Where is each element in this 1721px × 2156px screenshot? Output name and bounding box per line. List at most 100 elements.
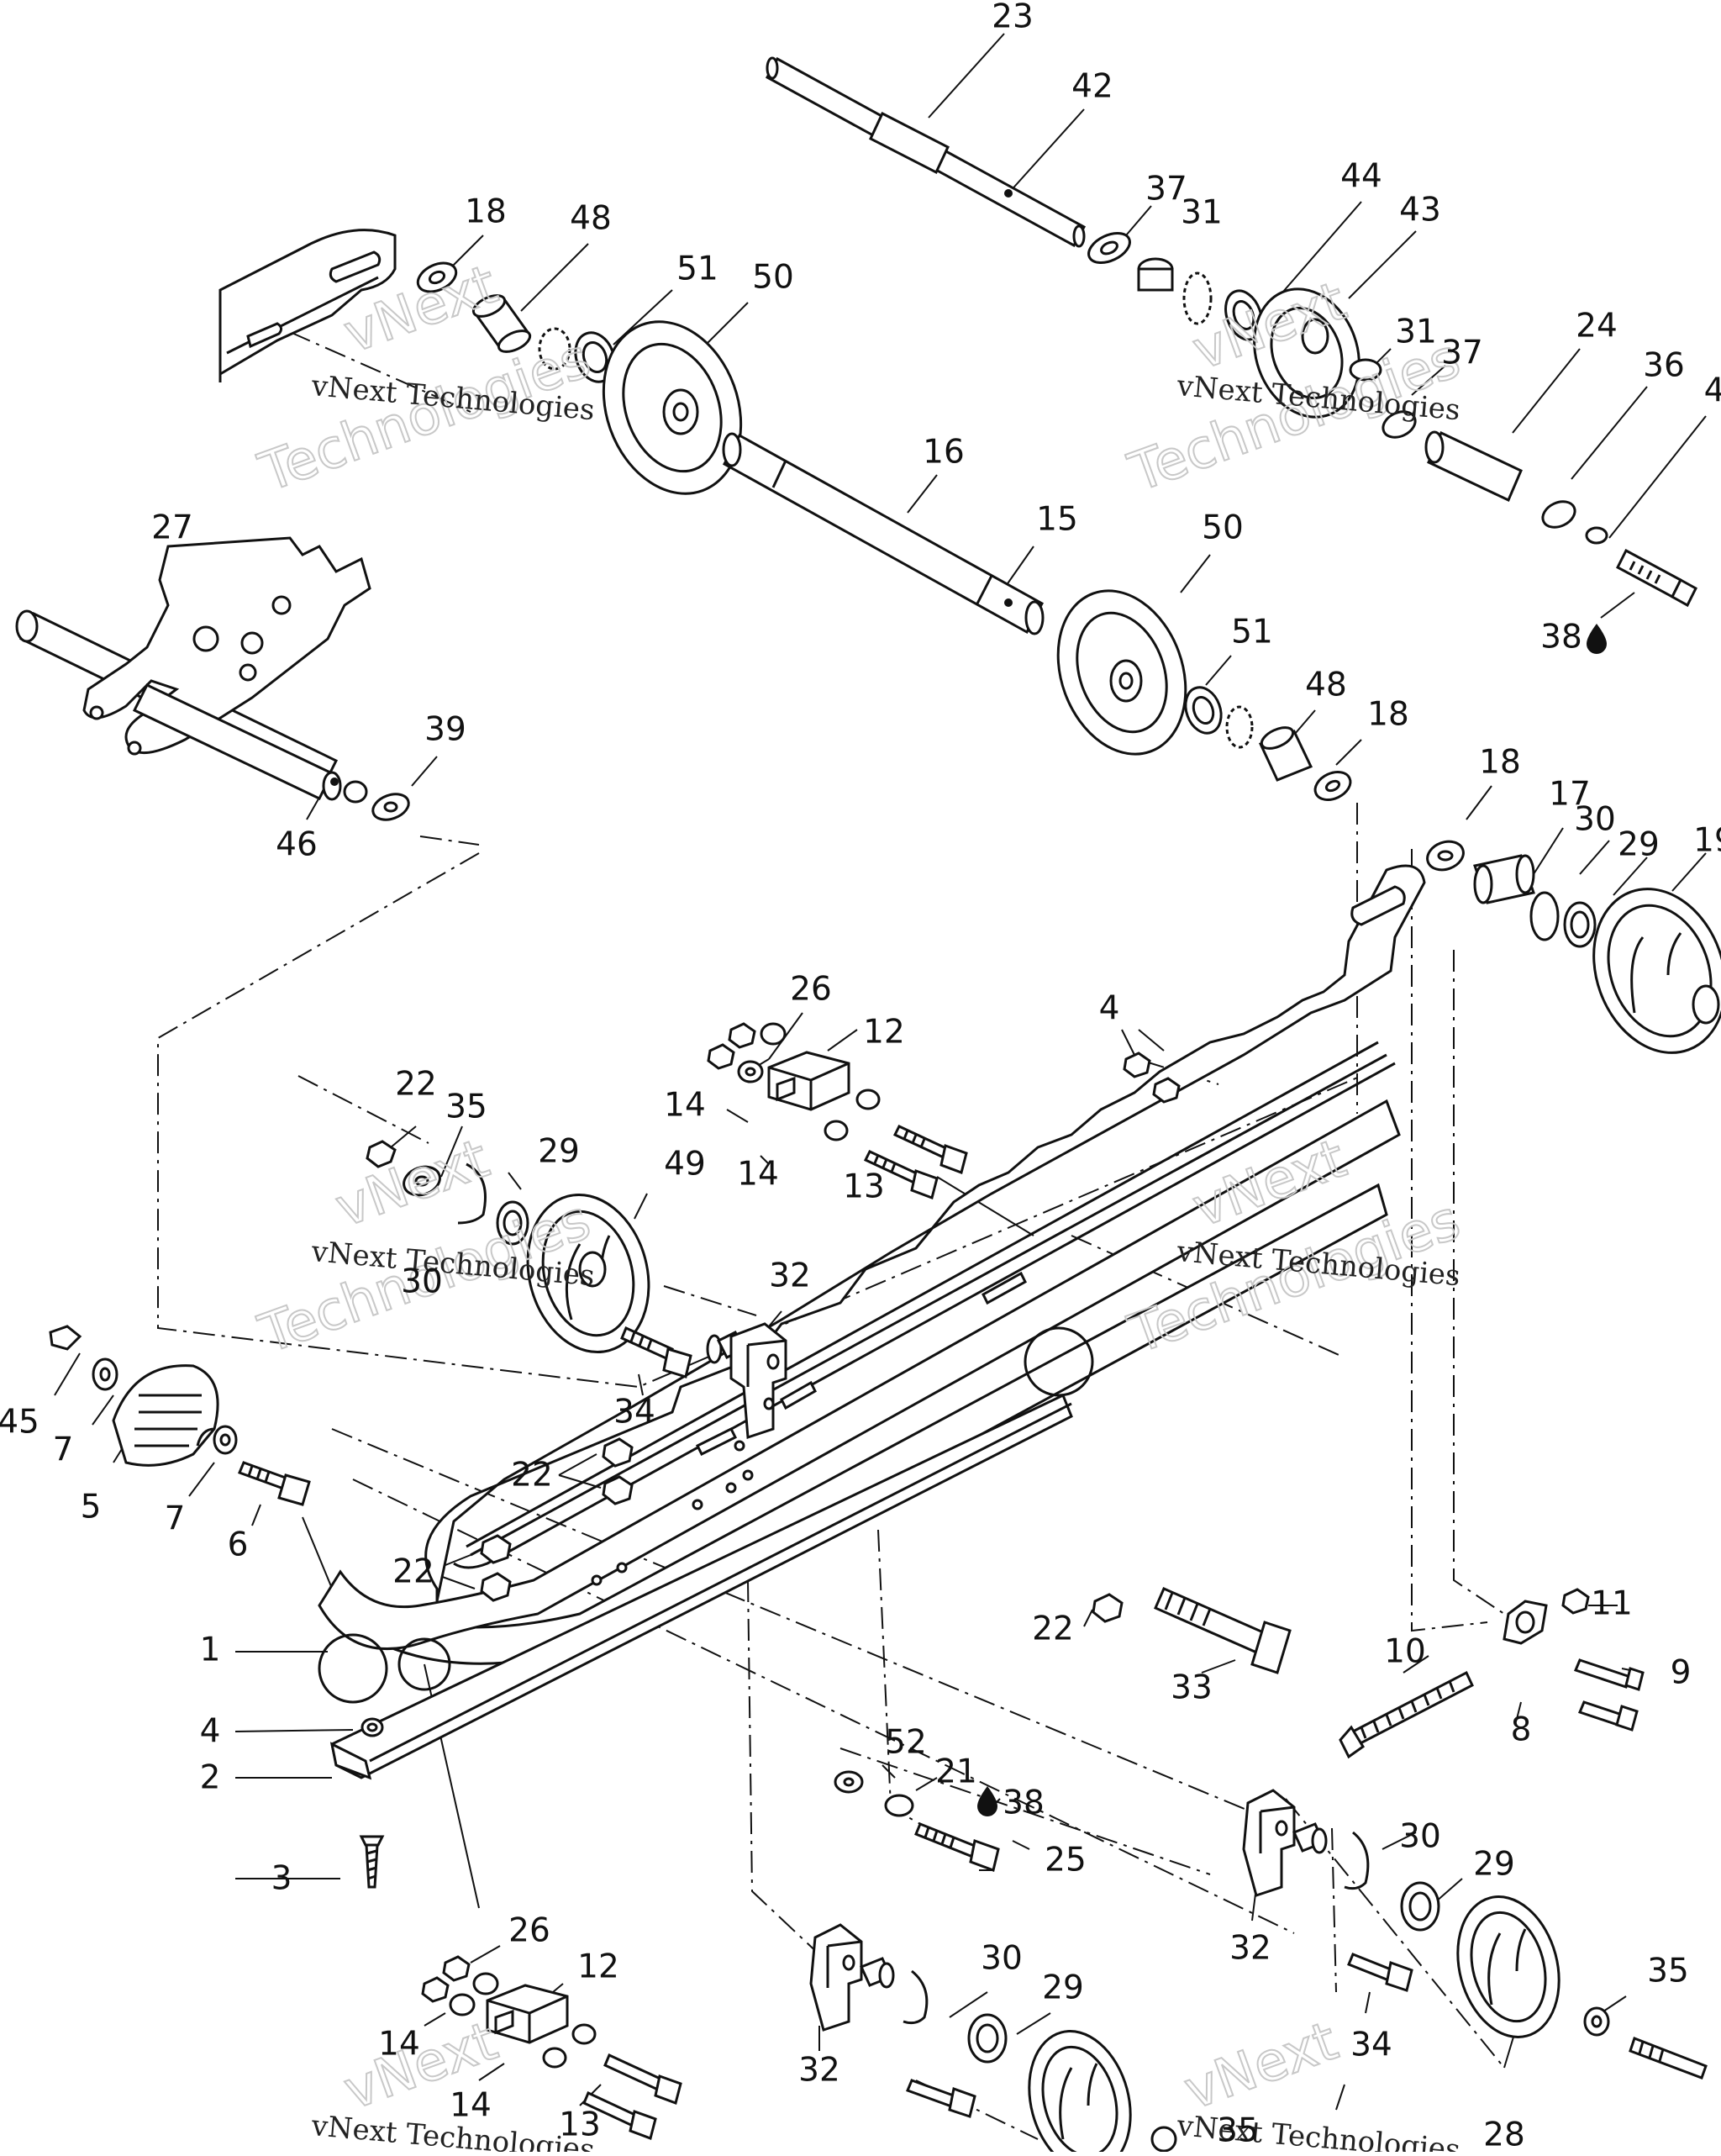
callout-28: 28: [1483, 2116, 1525, 2153]
callout-22: 22: [395, 1066, 437, 1104]
callout-32: 32: [798, 2052, 840, 2090]
oil-drop-icon: [977, 1786, 997, 1816]
callout-34: 34: [613, 1394, 655, 1431]
callout-38: 38: [1540, 619, 1582, 656]
fasteners-lower-center: [834, 1770, 1000, 1872]
callout-11: 11: [1591, 1585, 1633, 1623]
callout-10: 10: [1384, 1633, 1426, 1671]
callout-13: 13: [559, 2106, 601, 2144]
bumper-stop-group: [49, 1325, 311, 1506]
mount-block-12-upper: [707, 1022, 968, 1199]
watermark-bottom: vNext vNext Technologies vNext vNext Tec…: [309, 2010, 1461, 2156]
callout-31: 31: [1395, 314, 1437, 351]
callout-29: 29: [1042, 1969, 1084, 2007]
middle-idler-wheel-group: [1056, 589, 1352, 801]
middle-wheel-49-group: [366, 1140, 650, 1354]
callout-6: 6: [228, 1526, 249, 1564]
callout-33: 33: [1171, 1669, 1213, 1707]
callout-48: 48: [570, 200, 612, 238]
callout-2: 2: [200, 1759, 221, 1797]
rail-front-tip: [318, 1393, 1073, 1889]
callout-52: 52: [885, 1724, 927, 1762]
callout-8: 8: [1511, 1711, 1532, 1749]
callout-35: 35: [1217, 2112, 1259, 2150]
callout-14: 14: [664, 1087, 706, 1125]
callout-25: 25: [1045, 1842, 1087, 1879]
callout-30: 30: [401, 1263, 443, 1301]
upper-right-idler-group: [1087, 232, 1697, 608]
callout-3: 3: [271, 1860, 292, 1898]
callout-23: 23: [992, 0, 1034, 36]
callout-4: 4: [1099, 990, 1120, 1028]
callout-37: 37: [1145, 171, 1187, 208]
callout-29: 29: [538, 1133, 580, 1171]
callout-5: 5: [81, 1489, 102, 1526]
callout-16: 16: [923, 434, 965, 472]
callout-51: 51: [676, 250, 718, 288]
leader-lines: [54, 33, 1707, 2111]
callout-43: 43: [1399, 192, 1441, 229]
svg-text:vNext: vNext: [1176, 2011, 1345, 2122]
callout-30: 30: [1574, 801, 1616, 839]
idler-shaft-16: [722, 432, 1045, 635]
callout-45: 45: [0, 1404, 39, 1442]
callout-1: 1: [200, 1631, 221, 1669]
callout-39: 39: [424, 711, 466, 749]
callout-15: 15: [1036, 501, 1078, 539]
mount-block-12-lower: [421, 1955, 682, 2140]
callout-49: 49: [664, 1146, 706, 1183]
callout-32: 32: [769, 1257, 811, 1295]
callout-26: 26: [508, 1912, 550, 1950]
watermark-upper-right: Technologies vNext vNext Technologies: [1120, 270, 1469, 506]
callout-14: 14: [450, 2087, 492, 2125]
callout-29: 29: [1618, 826, 1660, 864]
callout-35: 35: [445, 1089, 487, 1126]
callout-29: 29: [1473, 1846, 1515, 1884]
callout-4: 4: [1704, 372, 1721, 410]
callout-30: 30: [1399, 1818, 1441, 1856]
callout-32: 32: [1229, 1930, 1271, 1968]
rear-axle-shaft-23: [765, 56, 1087, 248]
callout-14: 14: [737, 1156, 779, 1194]
front-arm-27: [15, 536, 410, 821]
lubricant-icons: [977, 624, 1607, 1816]
callout-4: 4: [200, 1713, 221, 1751]
callout-7: 7: [165, 1500, 186, 1538]
callout-12: 12: [863, 1014, 905, 1052]
assembly-center-lines: [157, 331, 1505, 2140]
callout-42: 42: [1071, 68, 1113, 106]
mount-block-32-upper: [620, 1322, 787, 1440]
callout-34: 34: [1350, 2027, 1392, 2064]
mount-block-32-lower: [809, 1923, 1177, 2156]
slide-rail-frame: [318, 864, 1426, 1665]
callout-12: 12: [577, 1948, 619, 1986]
left-side-plate-upper: [218, 229, 397, 382]
right-wheel-19-group: [1426, 840, 1721, 1054]
callout-31: 31: [1181, 194, 1223, 232]
callout-38: 38: [1003, 1784, 1045, 1822]
rear-bracket-8: [1339, 1588, 1645, 1759]
callout-21: 21: [935, 1753, 977, 1791]
callout-18: 18: [1479, 744, 1521, 782]
lower-right-wheel-28-group: [1242, 1789, 1708, 2080]
callout-24: 24: [1576, 308, 1618, 345]
callout-13: 13: [843, 1168, 885, 1206]
callout-48: 48: [1305, 667, 1347, 704]
svg-text:vNext: vNext: [328, 1128, 497, 1240]
callout-14: 14: [378, 2026, 420, 2064]
callout-19: 19: [1693, 822, 1721, 860]
callout-22: 22: [392, 1553, 434, 1591]
callout-22: 22: [511, 1457, 553, 1494]
callout-35: 35: [1647, 1953, 1689, 1990]
callout-36: 36: [1643, 347, 1685, 385]
callout-37: 37: [1441, 335, 1483, 372]
callout-51: 51: [1231, 614, 1273, 651]
callout-9: 9: [1671, 1654, 1692, 1692]
callout-46: 46: [276, 826, 318, 864]
callout-17: 17: [1549, 776, 1591, 814]
callout-27: 27: [151, 509, 193, 547]
callout-7: 7: [53, 1431, 74, 1469]
